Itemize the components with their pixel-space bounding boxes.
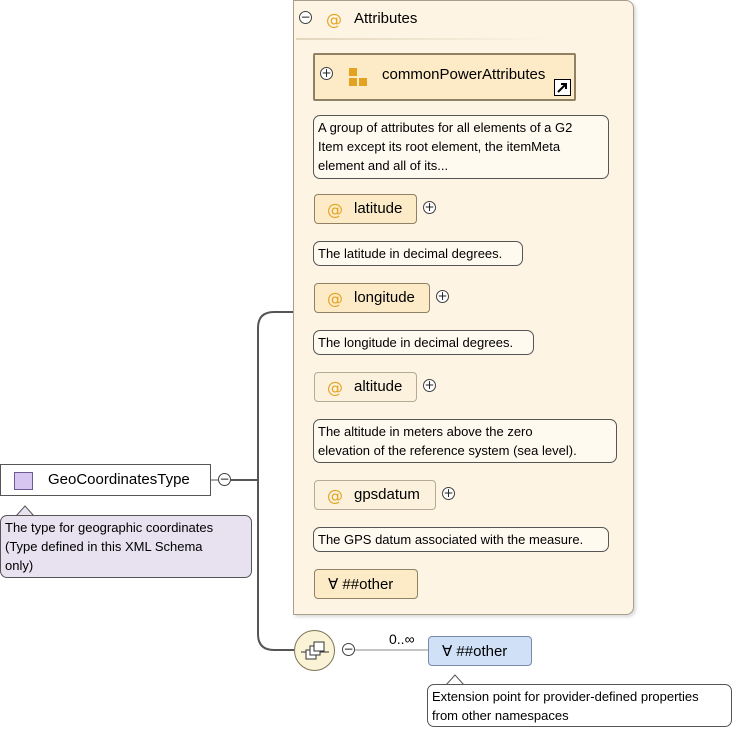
attribute-latitude[interactable]: @ latitude xyxy=(314,194,417,224)
at-sign-icon: @ xyxy=(327,200,343,219)
plus-circle-icon[interactable]: + xyxy=(423,200,436,214)
attribute-altitude[interactable]: @ altitude xyxy=(314,372,417,402)
attribute-group-icon xyxy=(349,68,357,76)
attributes-title: Attributes xyxy=(354,10,418,27)
attribute-group-note: A group of attributes for all elements o… xyxy=(313,115,609,179)
type-note: The type for geographic coordinates (Typ… xyxy=(0,515,252,578)
plus-circle-icon[interactable]: + xyxy=(436,289,449,303)
attribute-note: The longitude in decimal degrees. xyxy=(313,330,534,355)
attribute-longitude[interactable]: @ longitude xyxy=(314,283,430,313)
geo-coordinates-type-box[interactable]: GeoCoordinatesType xyxy=(0,464,211,496)
attribute-label: altitude xyxy=(354,378,403,395)
sequence-compositor-icon[interactable] xyxy=(294,630,335,671)
any-element-box[interactable]: ∀ ##other xyxy=(428,636,532,666)
attribute-gpsdatum[interactable]: @ gpsdatum xyxy=(314,480,436,510)
reference-arrow-icon xyxy=(554,79,571,96)
any-element-label: ∀ ##other xyxy=(442,643,508,660)
any-element-note: Extension point for provider-defined pro… xyxy=(427,684,732,727)
at-sign-icon: @ xyxy=(326,10,342,29)
attribute-note: The altitude in meters above the zero el… xyxy=(313,419,617,463)
attribute-note: The GPS datum associated with the measur… xyxy=(313,527,609,552)
sequence-collapse-icon[interactable]: − xyxy=(342,642,355,656)
attribute-label: longitude xyxy=(354,289,415,306)
any-attribute-label: ∀ ##other xyxy=(328,576,394,593)
cardinality-label: 0..∞ xyxy=(389,631,415,647)
attribute-group-box[interactable]: + commonPowerAttributes xyxy=(313,53,576,101)
any-attribute-box[interactable]: ∀ ##other xyxy=(314,569,418,599)
plus-circle-icon[interactable]: + xyxy=(442,486,455,500)
at-sign-icon: @ xyxy=(327,289,343,308)
attributes-separator xyxy=(296,38,551,40)
attribute-group-label: commonPowerAttributes xyxy=(382,66,546,83)
at-sign-icon: @ xyxy=(327,486,343,505)
attribute-note: The latitude in decimal degrees. xyxy=(313,241,523,266)
plus-circle-icon[interactable]: + xyxy=(320,66,333,80)
type-collapse-icon[interactable]: − xyxy=(218,472,231,486)
attribute-label: latitude xyxy=(354,200,403,217)
at-sign-icon: @ xyxy=(327,378,343,397)
plus-circle-icon[interactable]: + xyxy=(423,378,436,392)
attributes-collapse-icon[interactable]: − xyxy=(299,10,312,24)
complex-type-icon xyxy=(14,472,33,490)
type-label: GeoCoordinatesType xyxy=(48,471,190,488)
attribute-label: gpsdatum xyxy=(354,486,420,503)
